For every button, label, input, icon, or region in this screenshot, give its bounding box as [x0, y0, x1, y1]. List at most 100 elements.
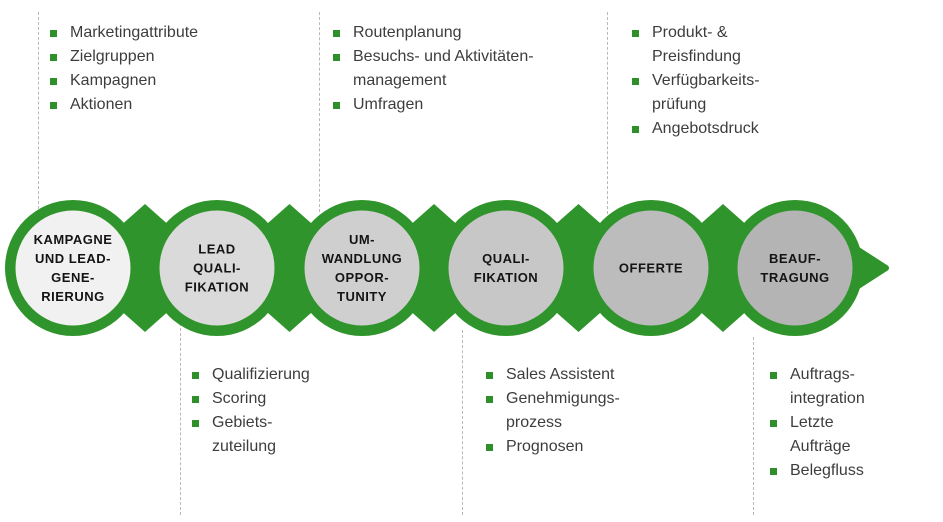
list-item-text: Aktionen	[70, 93, 132, 117]
bullet-icon	[333, 54, 340, 61]
list-item: Sales Assistent	[486, 363, 620, 387]
list-item-line: Angebotsdruck	[652, 120, 759, 137]
bullet-icon	[632, 78, 639, 85]
bullet-icon	[50, 102, 57, 109]
list-item-text: Routenplanung	[353, 21, 462, 45]
bullet-icon	[192, 396, 199, 403]
list-item-line: Umfragen	[353, 96, 424, 113]
list-item-line: Gebiets-	[212, 414, 273, 431]
list-item-text: Belegfluss	[790, 459, 864, 483]
dashed-divider	[319, 12, 320, 212]
bullet-icon	[50, 78, 57, 85]
list-item-line: Produkt- &	[652, 24, 728, 41]
list-item-line: management	[353, 72, 447, 89]
list-item: Verfügbarkeits-prüfung	[632, 69, 760, 117]
bullet-icon	[192, 420, 199, 427]
stage-circle-umwandlung-opportunity	[304, 210, 420, 326]
list-item-text: Kampagnen	[70, 69, 156, 93]
bullet-icon	[333, 30, 340, 37]
list-item: Gebiets-zuteilung	[192, 411, 310, 459]
list-item: Genehmigungs-prozess	[486, 387, 620, 435]
stage-circle-offerte	[593, 210, 709, 326]
list-item-line: prozess	[506, 414, 563, 431]
list-item-text: Marketingattribute	[70, 21, 198, 45]
bullet-icon	[770, 372, 777, 379]
dashed-divider	[462, 330, 463, 515]
list-item: Aktionen	[50, 93, 198, 117]
list-item-text: Gebiets-zuteilung	[212, 411, 276, 459]
stage-circle-qualifikation	[448, 210, 564, 326]
bullet-icon	[486, 396, 493, 403]
bullet-icon	[632, 126, 639, 133]
list-item-line: Auftrags-	[790, 366, 855, 383]
list-item-text: Genehmigungs-prozess	[506, 387, 620, 435]
list-item-line: Routenplanung	[353, 24, 462, 41]
stage-circle-lead-qualifikation	[159, 210, 275, 326]
list-item-line: Letzte	[790, 414, 834, 431]
list-item-line: prüfung	[652, 96, 707, 113]
bullet-icon	[192, 372, 199, 379]
list-item: Belegfluss	[770, 459, 865, 483]
list-item-text: Produkt- & Preisfindung	[652, 21, 741, 69]
list-item-line: Kampagnen	[70, 72, 157, 89]
list-item: Prognosen	[486, 435, 620, 459]
list-item: Qualifizierung	[192, 363, 310, 387]
list-item-text: Zielgruppen	[70, 45, 155, 69]
list-item-line: Preisfindung	[652, 48, 741, 65]
stage-label-qualifikation: QUALI-FIKATION	[474, 251, 538, 285]
stage-label-beauftragung: BEAUF-TRAGUNG	[760, 251, 829, 285]
list-item-line: Besuchs- und Aktivitäten-	[353, 48, 534, 65]
list-item: Angebotsdruck	[632, 117, 760, 141]
list-item: Auftrags-integration	[770, 363, 865, 411]
bullet-icon	[770, 468, 777, 475]
bullet-icon	[50, 30, 57, 37]
bullet-icon	[770, 420, 777, 427]
list-item-text: Prognosen	[506, 435, 583, 459]
list-item-text: Scoring	[212, 387, 266, 411]
list-item-line: Genehmigungs-	[506, 390, 620, 407]
list-item-line: Scoring	[212, 390, 267, 407]
list-item-text: Besuchs- und Aktivitäten-management	[353, 45, 534, 93]
list-item: Zielgruppen	[50, 45, 198, 69]
list-item: Scoring	[192, 387, 310, 411]
list-item-line: Sales Assistent	[506, 366, 615, 383]
stage-label-offerte: OFFERTE	[619, 261, 683, 276]
list-item-line: Zielgruppen	[70, 48, 155, 65]
list-item: Routenplanung	[333, 21, 534, 45]
dashed-divider	[38, 12, 39, 214]
list-item-text: Qualifizierung	[212, 363, 310, 387]
stage-circle-kampagne-und-lead-generierung	[15, 210, 131, 326]
list-item-line: zuteilung	[212, 438, 277, 455]
stage-circle-beauftragung	[737, 210, 853, 326]
bullet-icon	[486, 372, 493, 379]
dashed-divider	[607, 12, 608, 214]
list-item: Kampagnen	[50, 69, 198, 93]
bullet-icon	[333, 102, 340, 109]
bullet-icon	[50, 54, 57, 61]
list-item-line: Marketingattribute	[70, 24, 199, 41]
list-item-line: Verfügbarkeits-	[652, 72, 760, 89]
list-item-line: Qualifizierung	[212, 366, 310, 383]
list-item-line: Aufträge	[790, 438, 851, 455]
bullet-icon	[632, 30, 639, 37]
list-item: Besuchs- und Aktivitäten-management	[333, 45, 534, 93]
list-item: Umfragen	[333, 93, 534, 117]
list-item-line: integration	[790, 390, 865, 407]
list-item-text: Umfragen	[353, 93, 423, 117]
list-item-text: Auftrags-integration	[790, 363, 865, 411]
list-item-text: Sales Assistent	[506, 363, 615, 387]
list-item-text: Verfügbarkeits-prüfung	[652, 69, 760, 117]
list-item-line: Aktionen	[70, 96, 133, 113]
